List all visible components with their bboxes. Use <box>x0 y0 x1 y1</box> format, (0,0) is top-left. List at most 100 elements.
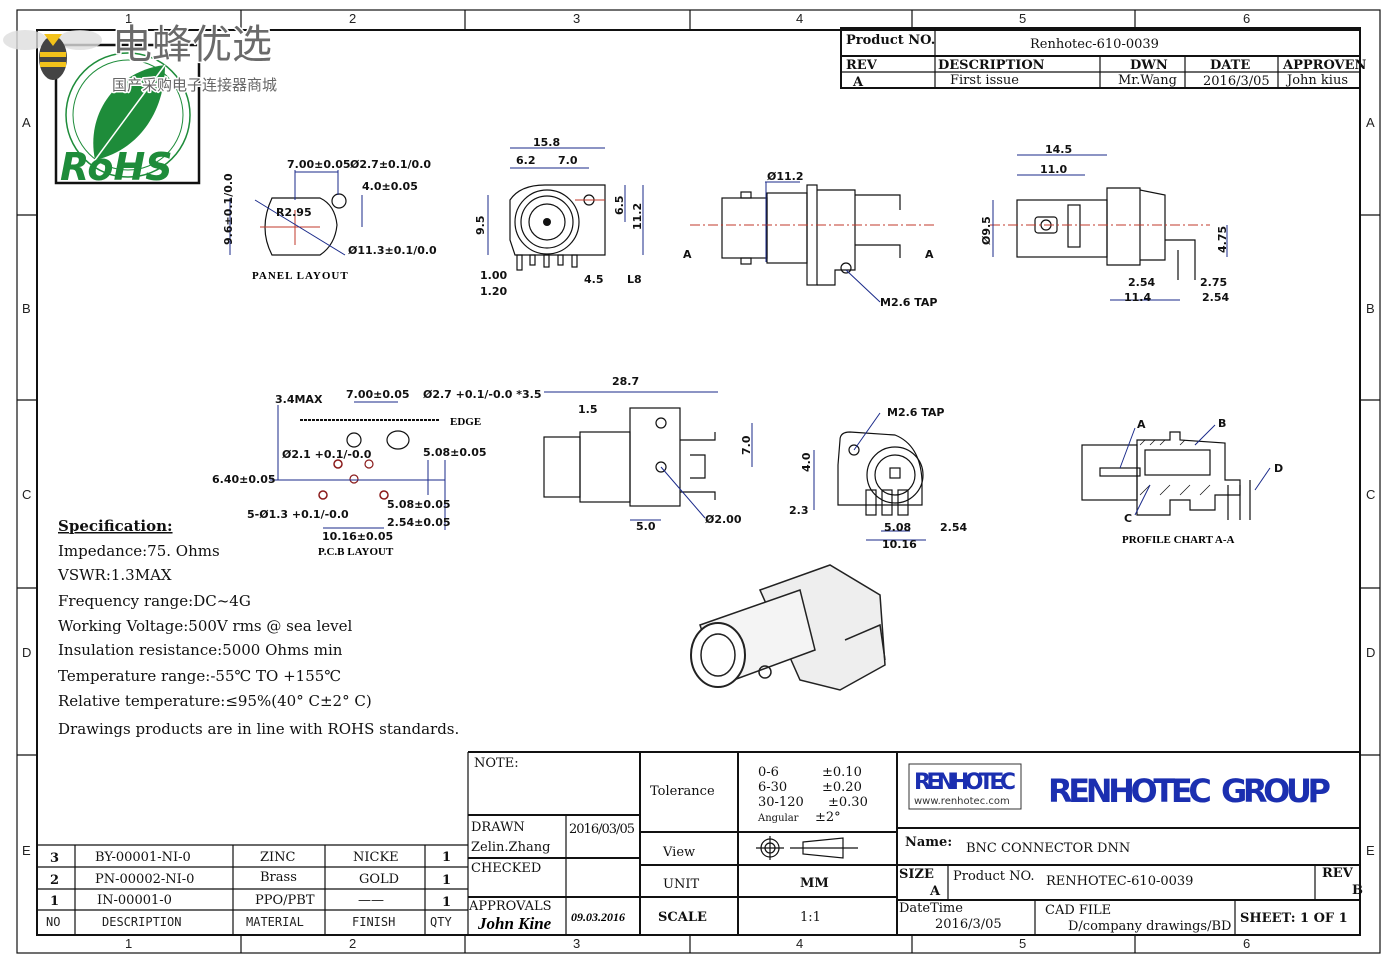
panel-layout-title: PANEL LAYOUT <box>252 270 349 282</box>
side-view-a: Ø11.2 A A M2.6 TAP <box>683 170 938 309</box>
dim-label: 9.6±0.1/0.0 <box>222 173 235 245</box>
size-value: A <box>929 884 941 899</box>
part-description: IN-00001-0 <box>97 893 172 908</box>
dim-label: 6.5 <box>613 196 626 216</box>
header-description: DESCRIPTION <box>102 915 181 929</box>
dim-label: 4.5 <box>584 273 604 286</box>
zone-labels: 1 2 3 4 5 6 1 2 3 4 5 6 A B C D E A B C … <box>22 11 1375 951</box>
sheet-number: SHEET: 1 OF 1 <box>1240 911 1348 926</box>
zone-col-3: 3 <box>573 11 580 26</box>
zone-col-4: 4 <box>796 11 803 26</box>
pcb-layout-title: P.C.B LAYOUT <box>318 546 394 558</box>
dim-label: 28.7 <box>612 375 639 388</box>
logo-text: RENHOTEC <box>914 770 1016 795</box>
dim-label: 10.16 <box>882 538 917 551</box>
description-header: DESCRIPTION <box>938 58 1045 73</box>
tolerance-table: 0-6 ±0.10 6-30 ±0.20 30-120 ±0.30 Angula… <box>757 765 868 825</box>
dim-label: M2.6 TAP <box>880 296 938 309</box>
approven-value: John kius <box>1285 73 1348 88</box>
top-view: 28.7 1.5 7.0 5.0 Ø2.00 <box>543 375 753 533</box>
checked-label: CHECKED <box>471 861 541 876</box>
zone-col-6-bottom: 6 <box>1243 936 1250 951</box>
parts-row: 1 IN-00001-0 PPO/PBT —— 1 <box>50 893 451 910</box>
zone-row-b-right: B <box>1366 301 1375 316</box>
dim-label: 15.8 <box>533 136 560 149</box>
dim-label: 7.0 <box>558 154 578 167</box>
rev-value: A <box>852 75 864 90</box>
parts-list-table: 3 BY-00001-NI-0 ZINC NICKE 1 2 PN-00002-… <box>37 752 469 935</box>
dim-label: 7.00±0.05 <box>346 388 410 401</box>
dim-label: 10.16±0.05 <box>322 530 393 543</box>
drawn-date: 2016/03/05 <box>569 822 635 837</box>
zone-col-4-bottom: 4 <box>796 936 803 951</box>
profile-label-c: C <box>1124 512 1132 525</box>
date-header: DATE <box>1210 58 1250 73</box>
part-material: ZINC <box>260 850 296 865</box>
note-label: NOTE: <box>474 756 519 771</box>
approvals-label: APPROVALS <box>468 899 552 914</box>
part-finish: —— <box>358 893 384 908</box>
dim-label: 11.2 <box>631 203 644 230</box>
spec-line: Drawings products are in line with ROHS … <box>58 720 459 738</box>
part-material: Brass <box>260 870 297 885</box>
bee-icon <box>3 30 102 80</box>
dim-label: 2.54 <box>1202 291 1229 304</box>
dim-label: 5.08±0.05 <box>423 446 487 459</box>
dim-label: 1.00 <box>480 269 507 282</box>
spec-line: Frequency range:DC~4G <box>58 592 251 610</box>
part-description: BY-00001-NI-0 <box>95 850 191 865</box>
tolerance-value: ±0.10 <box>822 765 862 780</box>
cad-file-label: CAD FILE <box>1045 903 1111 918</box>
sheet-frame <box>16 9 1381 954</box>
part-no: 3 <box>50 851 59 866</box>
dim-label: 3.4MAX <box>275 393 323 406</box>
spec-line: Impedance:75. Ohms <box>58 542 220 560</box>
dim-label: 5.08±0.05 <box>387 498 451 511</box>
profile-title: PROFILE CHART A-A <box>1122 534 1235 546</box>
profile-label-d: D <box>1274 462 1283 475</box>
dim-label: 2.54±0.05 <box>387 516 451 529</box>
rev-label-bottom: REV <box>1322 866 1354 881</box>
zone-row-a-right: A <box>1366 115 1375 130</box>
zone-row-e-right: E <box>1366 843 1375 858</box>
dim-label: Ø2.1 +0.1/-0.0 <box>282 448 372 461</box>
header-no: NO <box>46 915 60 929</box>
dim-label: 6.2 <box>516 154 536 167</box>
part-no: 2 <box>50 873 59 888</box>
zone-col-6: 6 <box>1243 11 1250 26</box>
spec-line: VSWR:1.3MAX <box>57 566 172 584</box>
specification-block: Specification: Impedance:75. Ohms VSWR:1… <box>57 517 459 738</box>
dwn-value: Mr.Wang <box>1118 73 1177 88</box>
zone-col-1-bottom: 1 <box>125 936 132 951</box>
dim-label: 4.75 <box>1216 226 1229 253</box>
zone-row-a: A <box>22 115 31 130</box>
dim-label: R2.95 <box>276 206 312 219</box>
renhotec-logo: RENHOTEC www.renhotec.com <box>908 763 1022 810</box>
date-value: 2016/3/05 <box>1203 74 1270 89</box>
dim-label: Ø2.7±0.1/0.0 <box>350 158 431 171</box>
watermark-tagline: 国产采购电子连接器商城 <box>112 76 277 94</box>
tolerance-label: Tolerance <box>650 784 715 799</box>
zone-row-c-right: C <box>1366 487 1375 502</box>
datetime-label: DateTime <box>899 901 963 916</box>
tolerance-value: ±2° <box>815 810 841 825</box>
zone-col-1: 1 <box>125 11 132 26</box>
title-block: NOTE: DRAWN Zelin.Zhang 2016/03/05 CHECK… <box>468 751 1363 935</box>
tolerance-range: 30-120 <box>758 795 804 810</box>
projection-symbol-icon <box>756 836 858 860</box>
dim-label: 11.4 <box>1124 291 1151 304</box>
dim-label: Ø11.2 <box>767 170 804 183</box>
datetime-value: 2016/3/05 <box>935 917 1002 932</box>
dim-label: 4.0±0.05 <box>362 180 418 193</box>
dim-label: 5.08 <box>884 521 911 534</box>
section-marker-a-left: A <box>683 248 692 261</box>
description-value: First issue <box>950 73 1019 88</box>
panel-layout-view: 7.00±0.05 Ø2.7±0.1/0.0 4.0±0.05 R2.95 9.… <box>222 158 437 282</box>
view-label: View <box>662 845 695 860</box>
zone-row-e: E <box>22 843 31 858</box>
connector-3d-render <box>690 564 886 691</box>
dwn-header: DWN <box>1130 58 1168 73</box>
dim-label: 2.3 <box>789 504 809 517</box>
profile-label-b: B <box>1218 417 1226 430</box>
